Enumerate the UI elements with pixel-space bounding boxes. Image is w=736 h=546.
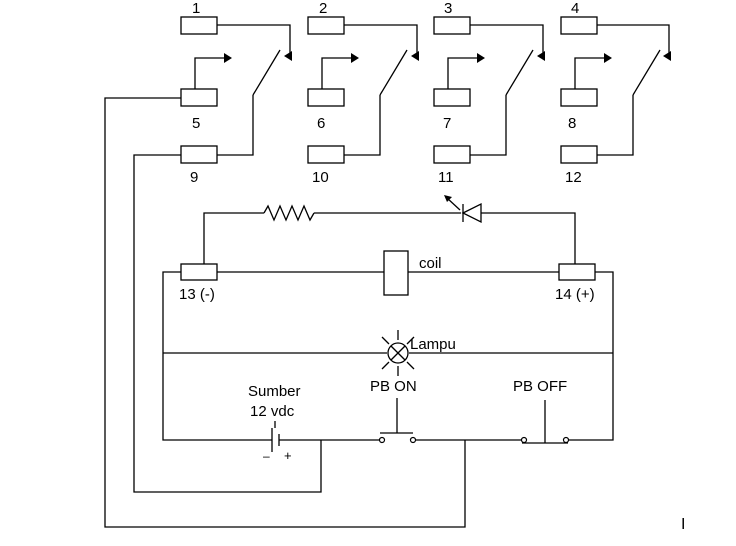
battery [271,428,321,452]
wire-no-4 [574,57,606,89]
wire-to-terminal-9 [133,154,322,493]
pb-on-label: PB ON [370,378,417,395]
resistor [263,204,315,222]
terminal-5-label: 5 [192,115,200,132]
terminal-9-label: 9 [190,169,198,186]
pb-off-contact-left [520,436,528,444]
source-label-line-1: Sumber [248,383,301,400]
wire-positive-rail [568,271,614,441]
terminal-7-label: 7 [443,115,451,132]
relay-contact-group-1 [180,16,292,164]
terminal-6-box [307,88,345,107]
wire-nc-3 [470,24,544,58]
no-contact-arrow-4 [604,53,612,63]
lamp-ray-bottom-left [381,361,390,370]
terminal-11-label: 11 [438,169,454,186]
nc-contact-arrow-2 [411,51,419,61]
lamp [381,330,415,376]
battery-minus-label: – [263,449,270,463]
no-contact-arrow-3 [477,53,485,63]
terminal-8-box [560,88,598,107]
switch-blade-2 [379,49,408,96]
pb-on-switch [321,398,465,444]
terminal-10-box [307,145,345,164]
terminal-12-label: 12 [565,169,582,186]
relay-contact-group-3 [433,16,545,164]
terminal-7-box [433,88,471,107]
no-contact-arrow-2 [351,53,359,63]
terminal-1-label: 1 [192,0,200,17]
text-cursor-mark: I [681,516,685,533]
terminal-8-label: 8 [568,115,576,132]
diode [444,195,482,224]
wire-nc-2 [344,24,418,58]
coil-label: coil [419,255,442,272]
wire-common-3 [470,95,507,156]
pb-on-contact-right [409,436,417,444]
wire-no-2 [321,57,353,89]
switch-blade-4 [632,49,661,96]
terminal-6-label: 6 [317,115,325,132]
terminal-14-label: 14 (+) [555,286,595,303]
switch-blade-1 [252,49,281,96]
wire-nc-4 [597,24,670,58]
terminal-12-box [560,145,598,164]
terminal-2-box [307,16,345,35]
no-contact-arrow-1 [224,53,232,63]
relay-contact-group-2 [307,16,419,164]
terminal-2-label: 2 [319,0,327,17]
terminal-13-label: 13 (-) [179,286,215,303]
terminal-4-label: 4 [571,0,579,17]
terminal-5-box [180,88,218,107]
switch-blade-3 [505,49,534,96]
relay-contact-group-4 [560,16,671,164]
wire-diode-right [481,212,576,264]
terminal-1-box [180,16,218,35]
terminal-9-box [180,145,218,164]
lamp-ray-bottom-right [406,361,415,370]
terminal-14-box [558,263,596,281]
wire-negative-rail [162,271,272,441]
wire-nc-1 [217,24,291,58]
led-emission-line [446,197,461,211]
pb-off-label: PB OFF [513,378,567,395]
wire-resistor-left [203,212,264,265]
terminal-10-label: 10 [312,169,329,186]
led-emission-arrowhead [444,195,452,202]
nc-contact-arrow-3 [537,51,545,61]
pb-on-contact-left [378,436,386,444]
terminal-13-box [180,263,218,281]
pb-off-switch [465,400,570,444]
diode-triangle [461,202,482,224]
terminal-4-box [560,16,598,35]
relay-coil [383,250,409,296]
lamp-label: Lampu [410,336,456,353]
terminal-3-label: 3 [444,0,452,17]
lamp-ray-top-left [381,336,390,345]
nc-contact-arrow-1 [284,51,292,61]
battery-plus-label: + [284,448,292,463]
wire-common-4 [597,95,634,156]
wire-no-1 [194,57,226,89]
wire-no-3 [447,57,479,89]
terminal-11-box [433,145,471,164]
source-label-line-2: 12 vdc [250,403,295,420]
pb-off-contact-right [562,436,570,444]
wire-common-2 [344,95,381,156]
lamp-ray-top-right [406,336,415,345]
lamp-cross-b [390,345,406,361]
nc-contact-arrow-4 [663,51,671,61]
wire-to-terminal-5 [104,97,466,528]
terminal-3-box [433,16,471,35]
wire-common-1 [217,95,254,156]
